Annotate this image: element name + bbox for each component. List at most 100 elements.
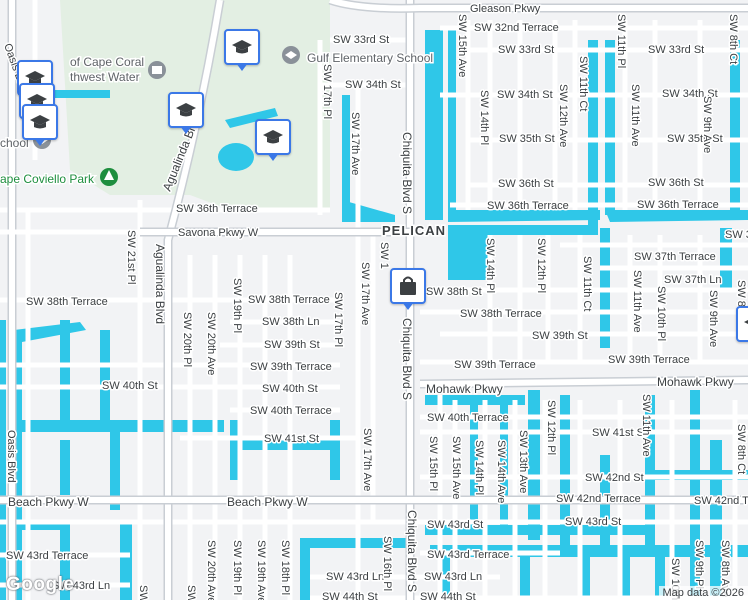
street-label: SW 42nd St: [585, 472, 644, 484]
street-label: SW 38th Terrace: [460, 308, 542, 320]
poi-labels: Gulf Elementary School of Cape Coral thw…: [0, 50, 435, 188]
street-label: SW 36th St: [498, 178, 554, 190]
school-marker[interactable]: [22, 104, 58, 146]
street-label: Mohawk Pkwy: [657, 375, 734, 389]
street-label: SW 21: [137, 585, 149, 600]
park-marker[interactable]: [100, 168, 118, 186]
street-label: SW 20th Pl: [181, 312, 193, 367]
street-label: Gleason Pkwy: [470, 3, 541, 15]
street-label: SW 17th Ave: [359, 262, 371, 325]
street-label: SW 17th Pl: [321, 64, 333, 119]
street-label: SW 40th St: [262, 383, 318, 395]
street-label: SW 43rd Ln: [424, 571, 482, 583]
graduation-cap-icon: [232, 40, 252, 54]
street-label: SW 44th St: [420, 591, 476, 600]
poi-label-cape-coral-water: of Cape Coral: [70, 55, 144, 69]
street-label: SW 38th Ln: [262, 316, 319, 328]
street-label: SW 34th St: [497, 89, 553, 101]
street-label: SW 12th Ave: [557, 84, 569, 147]
street-label: SW 19th Pl: [231, 278, 243, 333]
street-label: SW 8th Ave: [719, 540, 731, 597]
street-label: SW 11th Ave: [631, 270, 643, 333]
poi-label-cape-coral-water: thwest Water: [70, 70, 140, 84]
street-label: SW 14th Pl: [484, 238, 496, 293]
google-logo[interactable]: Google: [6, 574, 75, 595]
street-label: Oasis Blvd: [5, 430, 17, 483]
street-label: SW 32nd Terrace: [474, 22, 559, 34]
street-label: SW 35th St: [499, 133, 555, 145]
street-label: Agualinda Blvd: [153, 244, 167, 324]
government-building-marker[interactable]: [148, 61, 166, 79]
tree-icon: [104, 170, 114, 180]
street-label: SW 36th Terrace: [176, 203, 258, 215]
street-label: SW 8th Ct: [735, 424, 747, 474]
gulf-elementary-marker[interactable]: [282, 46, 300, 64]
school-marker[interactable]: [255, 119, 291, 161]
street-label: SW 21st Pl: [125, 230, 137, 284]
street-label: SW 16th Pl: [381, 536, 393, 591]
street-label: SW 3: [725, 229, 748, 241]
street-label: SW 43rd St: [565, 516, 621, 528]
graduation-cap-icon: [30, 115, 50, 129]
street-label: SW 14th Pl: [473, 440, 485, 495]
street-label: SW 15th Pl: [427, 436, 439, 491]
shopping-marker[interactable]: [390, 268, 426, 310]
street-label: SW 41st St: [592, 427, 647, 439]
street-label: SW 37th Terrace: [634, 251, 716, 263]
street-label: SW 36th St: [648, 177, 704, 189]
street-label: SW 43rd Ln: [326, 571, 384, 583]
street-label: SW 33rd St: [648, 44, 704, 56]
street-label: SW 44th St: [322, 591, 378, 600]
street-label: SW 8t: [735, 280, 747, 310]
street-label: SW 38th St: [426, 286, 482, 298]
street-label: SW 36th Terrace: [637, 199, 719, 211]
street-label: SW 17th Pl: [332, 292, 344, 347]
street-label: SW 20th Ave: [205, 312, 217, 375]
school-marker-edge[interactable]: [736, 306, 748, 342]
street-label: SW 11th Ct: [581, 256, 593, 311]
street-label: SW 42nd Terrace: [556, 493, 641, 505]
street-label: SW 37th Ln: [664, 274, 721, 286]
street-label: SW 38th Terrace: [26, 296, 108, 308]
street-label: Chiquita Blvd S: [400, 318, 414, 400]
street-label: SW 14th Ave: [495, 440, 507, 503]
street-label: SW 12th Pl: [535, 238, 547, 293]
street-label: SW 34th St: [662, 88, 718, 100]
street-label: SW 33rd St: [498, 44, 554, 56]
street-label: SW 40th St: [102, 380, 158, 392]
street-label: Beach Pkwy W: [227, 495, 308, 509]
street-label: Beach Pkwy W: [8, 495, 89, 509]
street-label: SW 39th Terrace: [454, 359, 536, 371]
street-label: SW 43rd Ln: [52, 580, 110, 592]
street-label: SW 43rd Terrace: [427, 549, 509, 561]
school-marker[interactable]: [224, 29, 260, 71]
map-attribution[interactable]: Map data ©2026: [658, 586, 748, 600]
street-label: SW 39th Terrace: [250, 361, 332, 373]
street-label: SW 15th Ave: [450, 436, 462, 499]
graduation-cap-icon: [176, 103, 196, 117]
street-label: SW 17th Ave: [349, 112, 361, 175]
street-label: SW 35th St: [667, 133, 723, 145]
street-label: SW 11th Pl: [615, 14, 627, 68]
street-label: SW 9th Ave: [707, 290, 719, 347]
building-icon: [152, 66, 162, 74]
street-label: SW 1: [378, 242, 390, 269]
street-label: SW 13th Ave: [517, 430, 529, 493]
street-label: SW 11th Ave: [629, 84, 641, 147]
street-label: SW 20th Ave: [205, 540, 217, 600]
street-label: SW 15th Ave: [456, 14, 468, 77]
street-label: SW 39th St: [532, 330, 588, 342]
street-label: SW 11th Ave: [640, 394, 652, 457]
graduation-cap-icon: [285, 51, 297, 59]
street-label: SW 33rd St: [333, 34, 389, 46]
street-label: Mohawk Pkwy: [426, 382, 503, 396]
street-label: SW 19th Pl: [231, 540, 243, 595]
shopping-bag-icon: [400, 276, 416, 295]
street-label: SW 39th Terrace: [608, 354, 690, 366]
street-label: SW 8th Ct: [727, 14, 739, 64]
school-marker[interactable]: [168, 92, 204, 134]
street-label: Savona Pkwy W: [178, 227, 259, 239]
